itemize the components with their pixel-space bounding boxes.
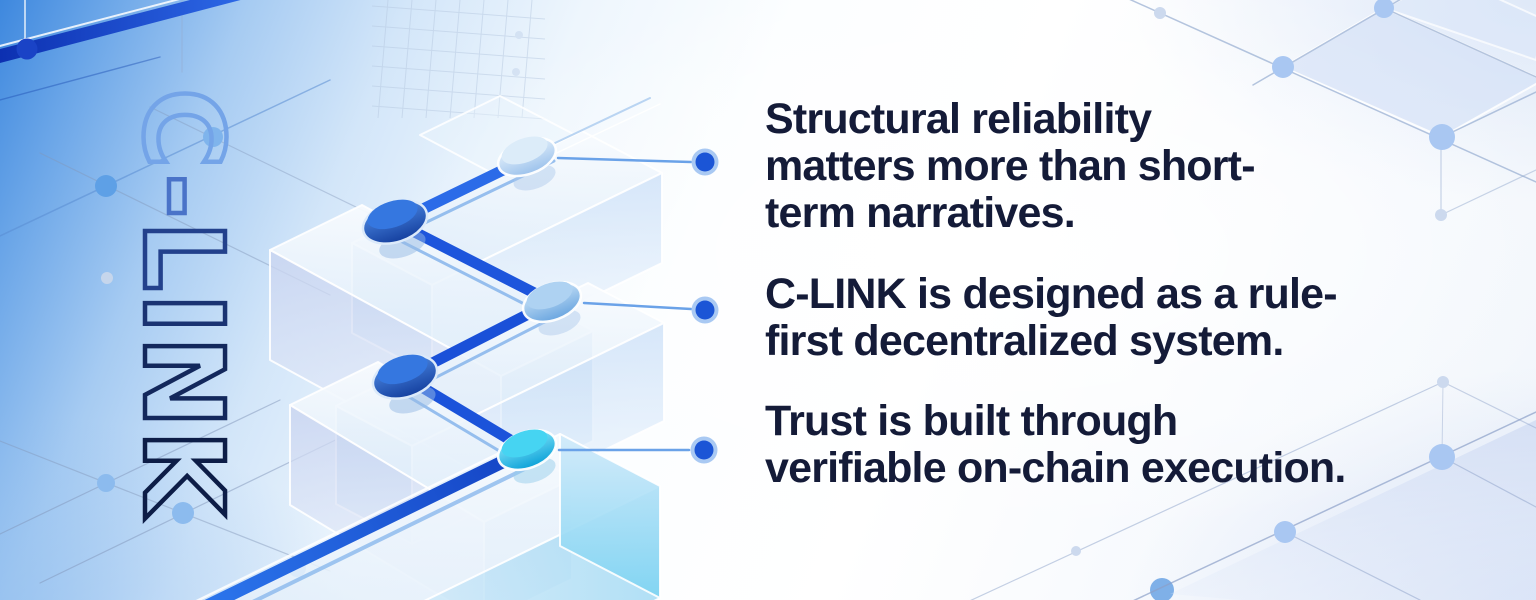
- glass-beam-5: [217, 433, 661, 600]
- logo-letter: N: [117, 334, 250, 433]
- bullet-text-block-1: Structural reliability matters more than…: [765, 95, 1256, 237]
- chain-node-3: [521, 280, 583, 336]
- bullet-line: C-LINK is designed as a rule-: [765, 270, 1338, 318]
- logo-letter: L: [117, 219, 250, 296]
- chain-node-5: [496, 428, 558, 484]
- iso-tiles-bottom-right: [1133, 376, 1536, 600]
- iso-tiles-top-right: [1129, 0, 1536, 221]
- leader-lines: [556, 156, 693, 452]
- bullet-text-block-3: Trust is built through verifiable on-cha…: [765, 398, 1346, 492]
- logo-vertical-clink: C-LINK: [114, 86, 250, 558]
- logo-letter: I: [117, 291, 250, 338]
- chain-node-4: [371, 354, 439, 414]
- background-network-lines: [0, 0, 1444, 600]
- stripe-node-icon: [16, 38, 38, 60]
- chain-nodes: [361, 136, 583, 484]
- bullet-line: matters more than short-: [765, 142, 1256, 190]
- chain-node-2: [361, 199, 429, 259]
- bullet-line: Trust is built through: [765, 397, 1178, 445]
- chain-node-1: [496, 136, 558, 191]
- bullet-line: verifiable on-chain execution.: [765, 444, 1346, 492]
- chain-structure: [195, 95, 665, 600]
- connector-dot-3: [690, 436, 718, 464]
- corner-stripe: [0, 0, 241, 63]
- connector-dot-1: [691, 148, 719, 176]
- bullet-line: first decentralized system.: [765, 317, 1284, 365]
- bullet-line: term narratives.: [765, 189, 1076, 237]
- bullet-line: Structural reliability: [765, 95, 1152, 143]
- bullet-text-block-2: C-LINK is designed as a rule- first dece…: [765, 270, 1338, 365]
- background-network-nodes: [95, 127, 1174, 600]
- faint-grid: [371, 0, 546, 120]
- connector-dots: [690, 148, 719, 464]
- logo-letter: C: [117, 86, 250, 176]
- connector-dot-2: [691, 296, 719, 324]
- logo-letter: -: [117, 171, 250, 223]
- logo-letter: K: [117, 428, 250, 520]
